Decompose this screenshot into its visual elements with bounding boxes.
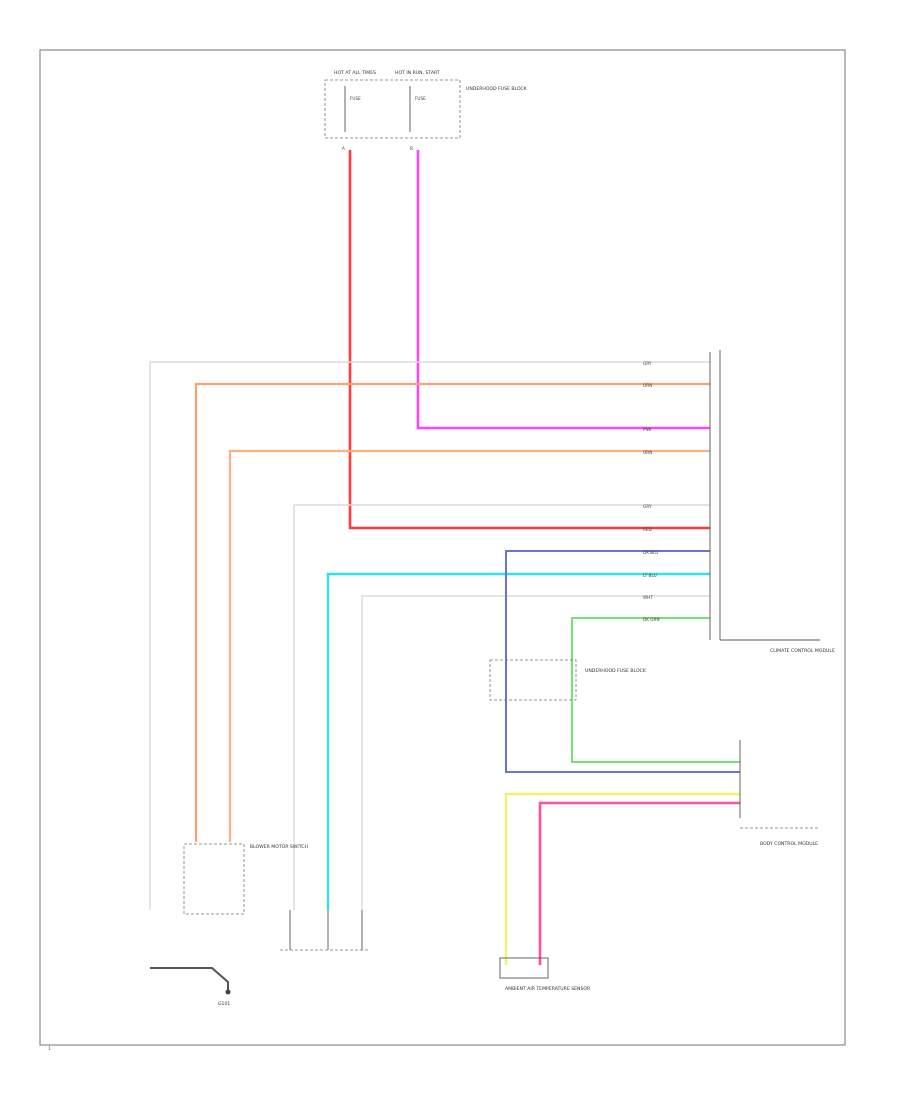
switch-box: BLOWER MOTOR SWITCH	[183, 843, 308, 915]
wire-pink	[538, 801, 740, 965]
wire-grey-2	[293, 504, 710, 910]
wire-yellow	[504, 792, 740, 965]
lower-switch	[280, 910, 370, 951]
ground-label: G101	[218, 1001, 230, 1007]
mid-connector: UNDERHOOD FUSE BLOCK	[489, 659, 647, 701]
fuse-label-1: FUSE	[350, 96, 361, 101]
code-4: ORN	[643, 450, 652, 455]
fuse-pin-a: A	[342, 146, 345, 151]
code-3: PNK	[643, 427, 652, 432]
code-7: DK BLU	[643, 550, 658, 555]
code-1: GRY	[643, 361, 652, 366]
fuse-block-label-2: HOT IN RUN, START	[395, 70, 440, 76]
wire-grey-3	[361, 595, 710, 910]
fuse-block: HOT AT ALL TIMES HOT IN RUN, START UNDER…	[324, 70, 528, 151]
code-10: DK GRN	[643, 617, 660, 622]
wire-blue	[505, 550, 740, 773]
sensor-label: AMBIENT AIR TEMPERATURE SENSOR	[505, 986, 591, 992]
wire-magenta	[416, 150, 710, 430]
right-module-label: BODY CONTROL MODULE	[760, 841, 818, 847]
fuse-pin-b: B	[410, 146, 413, 151]
mid-connector-label: UNDERHOOD FUSE BLOCK	[585, 668, 647, 674]
wires	[149, 150, 740, 990]
wire-grey-1	[149, 361, 710, 910]
switch-label: BLOWER MOTOR SWITCH	[250, 844, 308, 850]
code-9: WHT	[643, 595, 653, 600]
diagram-frame	[39, 49, 846, 1046]
wire-orange-1	[194, 382, 710, 842]
wire-orange-2	[228, 449, 710, 842]
wire-green	[571, 617, 740, 763]
code-6: RED	[643, 527, 652, 532]
right-module: BODY CONTROL MODULE	[739, 740, 820, 847]
module-label: CLIMATE CONTROL MODULE	[770, 648, 835, 654]
fuse-block-label-1: HOT AT ALL TIMES	[334, 70, 376, 76]
page-ref: 1	[48, 1046, 51, 1051]
code-2: ORN	[643, 383, 652, 388]
sensor: AMBIENT AIR TEMPERATURE SENSOR	[499, 957, 591, 992]
wire-ground	[150, 967, 229, 990]
module-connector: CLIMATE CONTROL MODULE	[709, 350, 835, 654]
wire-cyan	[326, 572, 710, 910]
code-8: LT BLU	[643, 573, 657, 578]
wire-code-labels: GRY ORN PNK ORN GRY RED DK BLU LT BLU WH…	[643, 361, 660, 622]
wire-red	[348, 150, 710, 530]
fuse-label-2: FUSE	[415, 96, 426, 101]
code-5: GRY	[643, 504, 652, 509]
ground-symbol: G101	[218, 989, 231, 1007]
fuse-block-label-3: UNDERHOOD FUSE BLOCK	[466, 86, 528, 92]
